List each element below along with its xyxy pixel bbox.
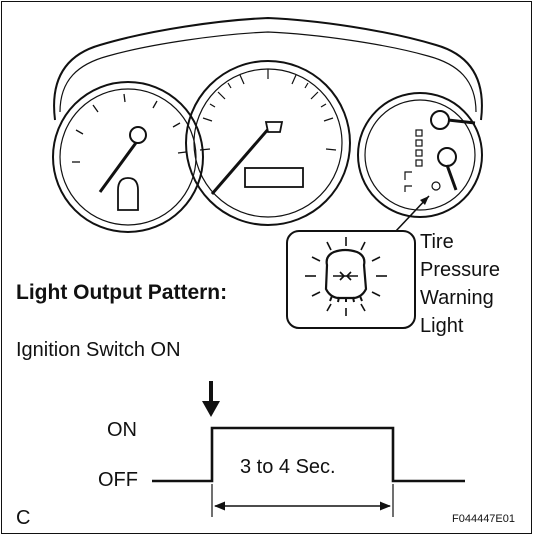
callout-label-line-3: Warning <box>420 287 494 309</box>
center-speedometer <box>185 60 351 226</box>
right-gauge <box>357 92 483 218</box>
callout-label-line-1: Tire <box>420 231 454 253</box>
ignition-condition-label: Ignition Switch ON <box>16 339 181 361</box>
level-on-label: ON <box>107 419 137 441</box>
callout-label-line-2: Pressure <box>420 259 501 281</box>
corner-letter: C <box>16 507 31 529</box>
cluster-housing <box>53 16 483 121</box>
warning-light-rays <box>305 237 387 316</box>
callout-label-line-4: Light <box>420 315 464 337</box>
instrument-cluster <box>52 16 483 233</box>
level-off-label: OFF <box>98 469 138 491</box>
tire-pressure-warning-light-icon <box>324 248 368 303</box>
duration-label: 3 to 4 Sec. <box>240 456 336 478</box>
left-gauge <box>52 81 204 233</box>
light-output-pattern-heading: Light Output Pattern: <box>16 281 228 304</box>
figure-code: F044447E01 <box>452 513 515 525</box>
signal-waveform <box>152 426 465 483</box>
timing-chart <box>152 381 465 517</box>
tpms-callout-box <box>286 230 416 329</box>
